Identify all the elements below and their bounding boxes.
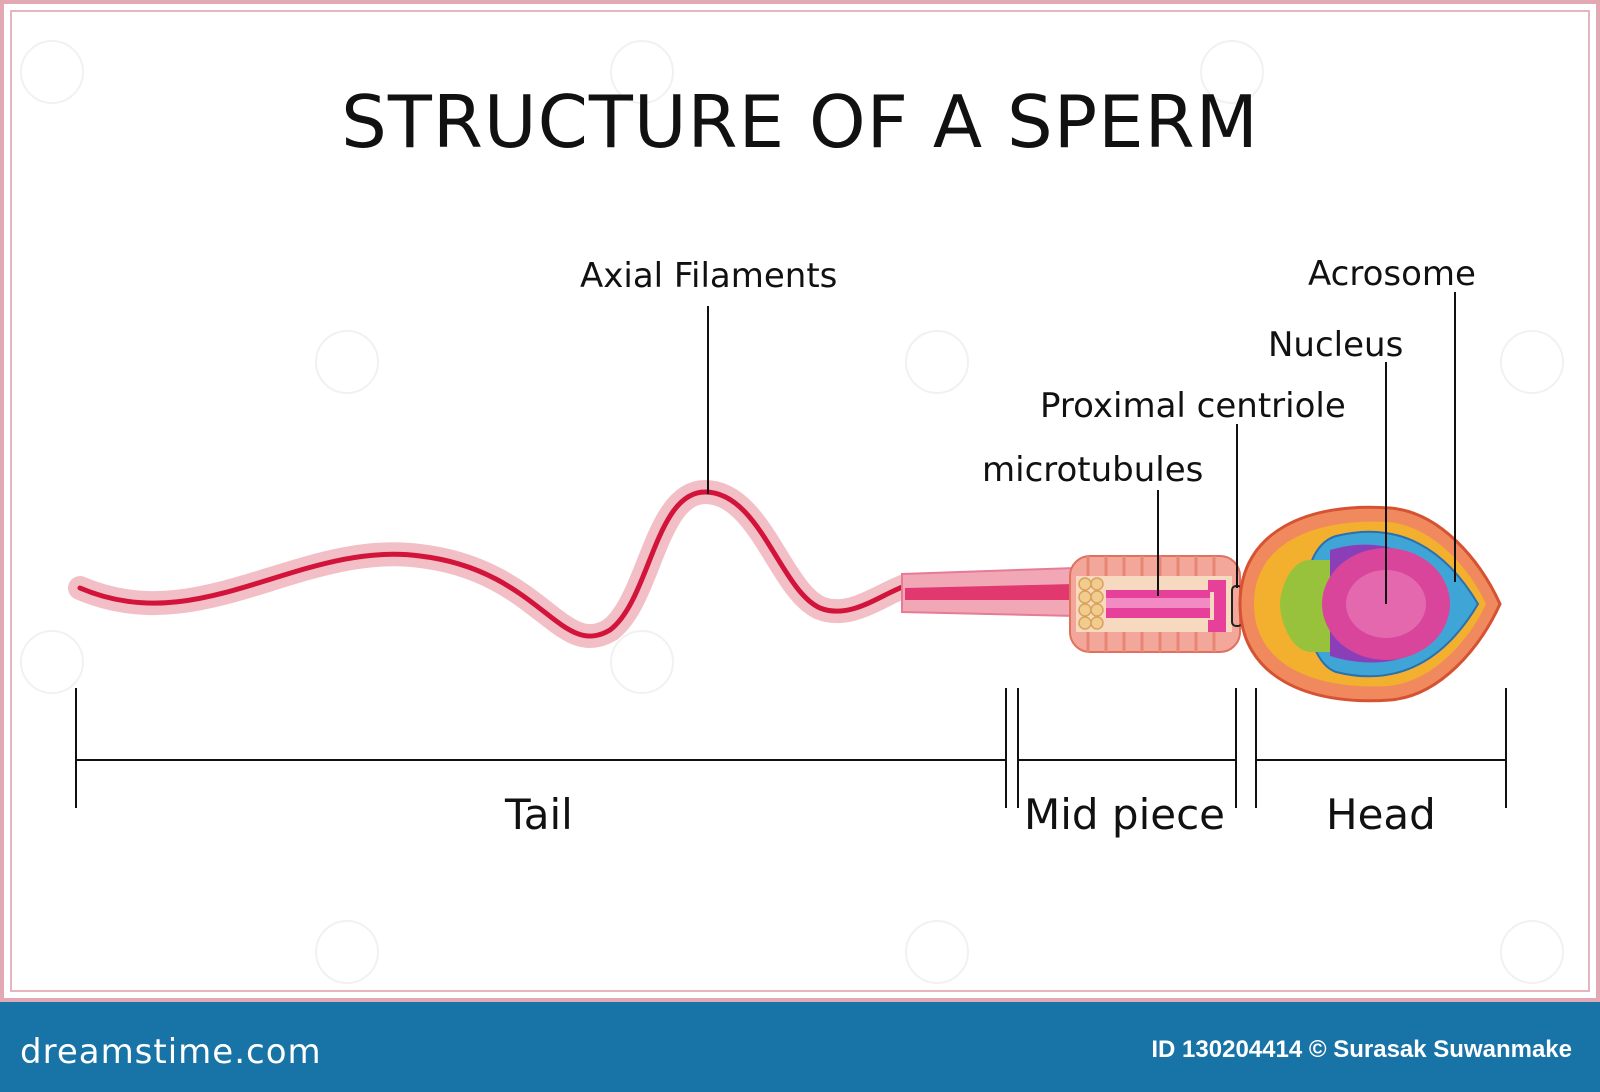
diagram-frame: STRUCTURE OF A SPERM — [0, 0, 1600, 1002]
watermark-mark — [905, 330, 969, 394]
label-axial-filaments: Axial Filaments — [580, 256, 838, 296]
section-label-mid-piece: Mid piece — [1024, 790, 1226, 839]
watermark-mark — [20, 40, 84, 104]
centriole-cap — [1208, 580, 1226, 632]
page-title: STRUCTURE OF A SPERM — [341, 80, 1259, 164]
label-acrosome: Acrosome — [1308, 254, 1476, 294]
watermark-mark — [610, 40, 674, 104]
label-proximal-centriole: Proximal centriole — [1040, 386, 1346, 426]
label-nucleus: Nucleus — [1268, 325, 1404, 365]
sperm-illustration — [68, 292, 1507, 808]
watermark-mark — [610, 630, 674, 694]
head — [1238, 505, 1502, 703]
section-brackets — [75, 688, 1507, 808]
watermark-mark — [20, 630, 84, 694]
frame-border-outer — [0, 0, 1600, 1002]
footer-credit: ID 130204414 © Surasak Suwanmake — [1151, 1036, 1572, 1063]
tail — [68, 479, 917, 648]
footer-brand[interactable]: dreamstime.com — [20, 1032, 322, 1072]
section-label-head: Head — [1326, 790, 1436, 839]
leader-lines — [707, 292, 1456, 604]
watermark-mark — [315, 920, 379, 984]
watermark-mark — [315, 330, 379, 394]
tail-axial-filament — [77, 489, 908, 639]
frame-border-inner — [10, 10, 1590, 992]
mitochondria — [1078, 577, 1104, 630]
midpiece — [1069, 555, 1243, 653]
watermark-mark — [1500, 330, 1564, 394]
watermark-mark — [1500, 920, 1564, 984]
neck-tube — [901, 566, 1076, 618]
neck-tube-inner — [905, 584, 1075, 600]
watermark-mark — [905, 920, 969, 984]
microtubule-core — [1106, 598, 1210, 608]
label-microtubules: microtubules — [982, 450, 1204, 490]
watermark-mark — [1200, 40, 1264, 104]
section-label-tail: Tail — [505, 790, 573, 839]
footer-bar: dreamstime.com ID 130204414 © Surasak Su… — [0, 1002, 1600, 1092]
